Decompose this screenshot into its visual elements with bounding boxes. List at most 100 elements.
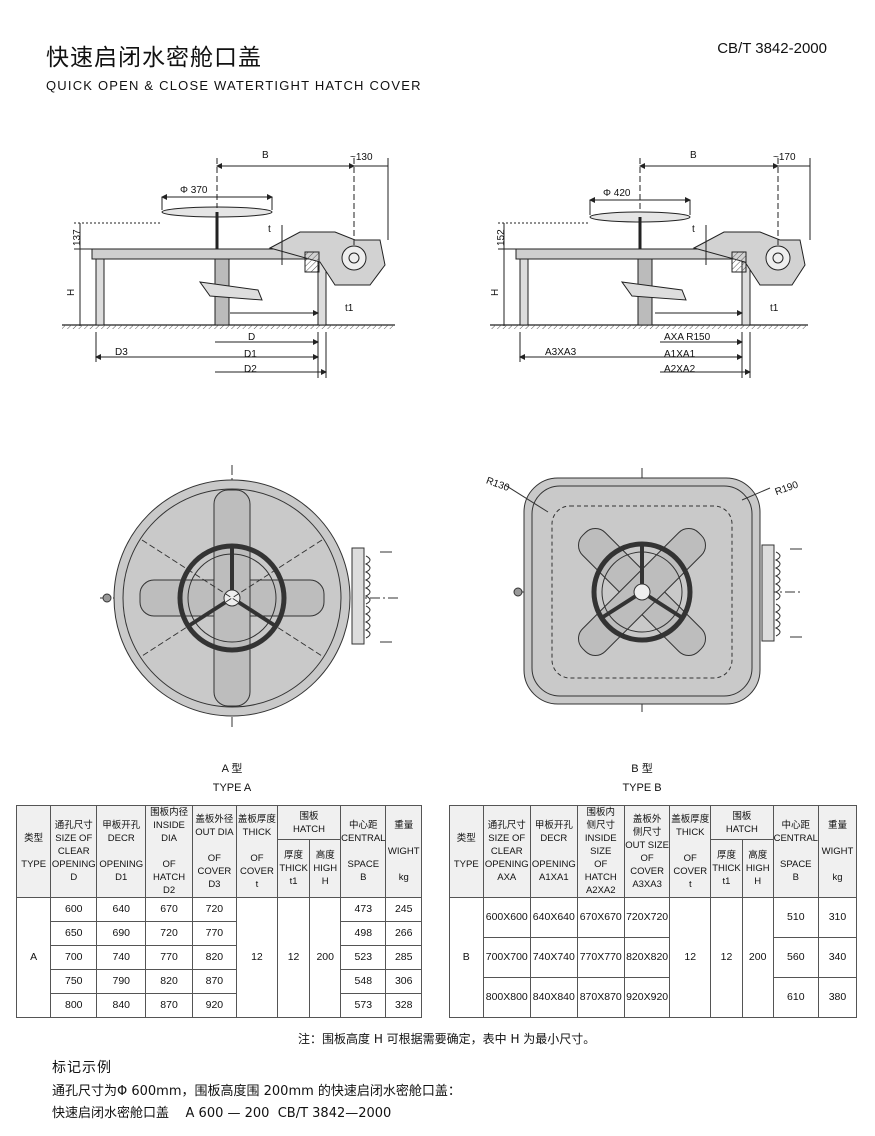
- table-cell: 610: [772, 977, 819, 1018]
- table-row: 700 740 770 820 523 285: [17, 945, 422, 970]
- dim-a-d1: D1: [244, 349, 257, 360]
- table-row: 700X700 740X740 770X770 820X820 560 340: [450, 937, 858, 978]
- table-cell: 790: [96, 969, 147, 994]
- dim-b-b: B: [690, 150, 697, 161]
- table-note: 注：围板高度 H 可根据需要确定，表中 H 为最小尺寸。: [298, 1032, 596, 1046]
- table-cell: 310: [817, 897, 858, 938]
- table-cell: 920: [191, 993, 238, 1018]
- table-cell: 340: [817, 937, 858, 978]
- table-row: 750 790 820 870 548 306: [17, 969, 422, 994]
- table-cell: 690: [96, 921, 147, 946]
- hatch-thick-cell: 12: [276, 897, 311, 1018]
- side-view-a-labels: B ~130 Φ 370 137 H t t1 D3 D D1 D2: [66, 150, 373, 375]
- table-cell: 640: [96, 897, 147, 922]
- table-cell: 720: [191, 897, 238, 922]
- table-cell: 700: [50, 945, 98, 970]
- dim-a-t: t: [268, 224, 271, 235]
- table-cell: 670: [145, 897, 193, 922]
- dim-a-d2: D2: [244, 364, 257, 375]
- table-cell: 600: [50, 897, 98, 922]
- dim-a-phi: Φ 370: [180, 185, 208, 196]
- dim-a-t1: t1: [345, 303, 354, 314]
- type-a-en-label: TYPE A: [213, 782, 252, 794]
- table-cell: 870: [191, 969, 238, 994]
- dim-b-a3: A3XA3: [545, 347, 577, 358]
- type-b-en-label: TYPE B: [622, 782, 661, 794]
- dim-b-t: t: [692, 224, 695, 235]
- table-cell: 285: [385, 945, 422, 970]
- table-cell: 640X640: [530, 897, 578, 938]
- table-cell: 770: [145, 945, 193, 970]
- radius-190: R190: [774, 479, 801, 498]
- dim-a-d3: D3: [115, 347, 128, 358]
- type-cell: A: [15, 897, 52, 1018]
- standard-code: CB/T 3842-2000: [717, 40, 827, 57]
- table-cell: 523: [340, 945, 387, 970]
- table-cell: 720: [145, 921, 193, 946]
- dim-b-170: ~170: [773, 152, 796, 163]
- table-cell: 750: [50, 969, 98, 994]
- hatch-thick-cell: 12: [710, 897, 743, 1018]
- table-row: B 600X600 640X640 670X670 720X720 12 12 …: [449, 897, 858, 1018]
- table-cell: 800X800: [482, 977, 532, 1018]
- table-cell: 245: [385, 897, 422, 922]
- type-b-cn-label: B 型: [631, 761, 652, 775]
- table-cell: 770X770: [576, 937, 625, 978]
- dim-b-t1: t1: [770, 303, 779, 314]
- page-title: 快速启闭水密舱口盖: [46, 45, 262, 71]
- thick-cell: 12: [236, 897, 278, 1018]
- thick-cell: 12: [669, 897, 712, 1018]
- dim-b-a2: A2XA2: [664, 364, 696, 375]
- dim-b-152: 152: [496, 229, 507, 246]
- dim-a-137: 137: [72, 229, 83, 246]
- marking-example-line2: 快速启闭水密舱口盖 A 600 — 200 CB/T 3842—2000: [52, 1106, 392, 1121]
- table-cell: 770: [191, 921, 238, 946]
- table-cell: 820: [191, 945, 238, 970]
- side-view-a: [62, 158, 395, 378]
- radius-130: R130: [484, 475, 511, 494]
- marking-example-line1: 通孔尺寸为Φ 600mm，围板高度围 200mm 的快速启闭水密舱口盖：: [52, 1084, 461, 1099]
- high-cell: 200: [309, 897, 342, 1018]
- dim-b-a1: A1XA1: [664, 349, 696, 360]
- type-cell: B: [449, 897, 484, 1018]
- table-cell: 870: [145, 993, 193, 1018]
- table-row: 800X800 840X840 870X870 920X920 610 380: [450, 977, 858, 1018]
- dim-a-h: H: [66, 289, 77, 296]
- dim-a-b: B: [262, 150, 269, 161]
- table-cell: 820X820: [623, 937, 671, 978]
- table-cell: 870X870: [576, 977, 625, 1018]
- table-cell: 560: [772, 937, 819, 978]
- dim-a-d: D: [248, 332, 255, 343]
- table-cell: 306: [385, 969, 422, 994]
- table-cell: 740: [96, 945, 147, 970]
- table-cell: 800: [50, 993, 98, 1018]
- table-cell: 700X700: [482, 937, 532, 978]
- side-view-b-labels: B ~170 Φ 420 152 H t t1 A3XA3 AXA R150 A…: [490, 150, 796, 375]
- table-cell: 670X670: [576, 897, 625, 938]
- marking-example-title: 标记示例: [52, 1060, 112, 1076]
- table-cell: 600X600: [482, 897, 532, 938]
- technical-drawings: B ~130 Φ 370 137 H t t1 D3 D D1 D2: [62, 150, 811, 794]
- table-cell: 473: [340, 897, 387, 922]
- type-captions: A 型 TYPE A B 型 TYPE B: [213, 761, 662, 794]
- dim-a-130: ~130: [350, 152, 373, 163]
- table-cell: 328: [385, 993, 422, 1018]
- plan-view-b: [504, 468, 802, 715]
- table-cell: 740X740: [530, 937, 578, 978]
